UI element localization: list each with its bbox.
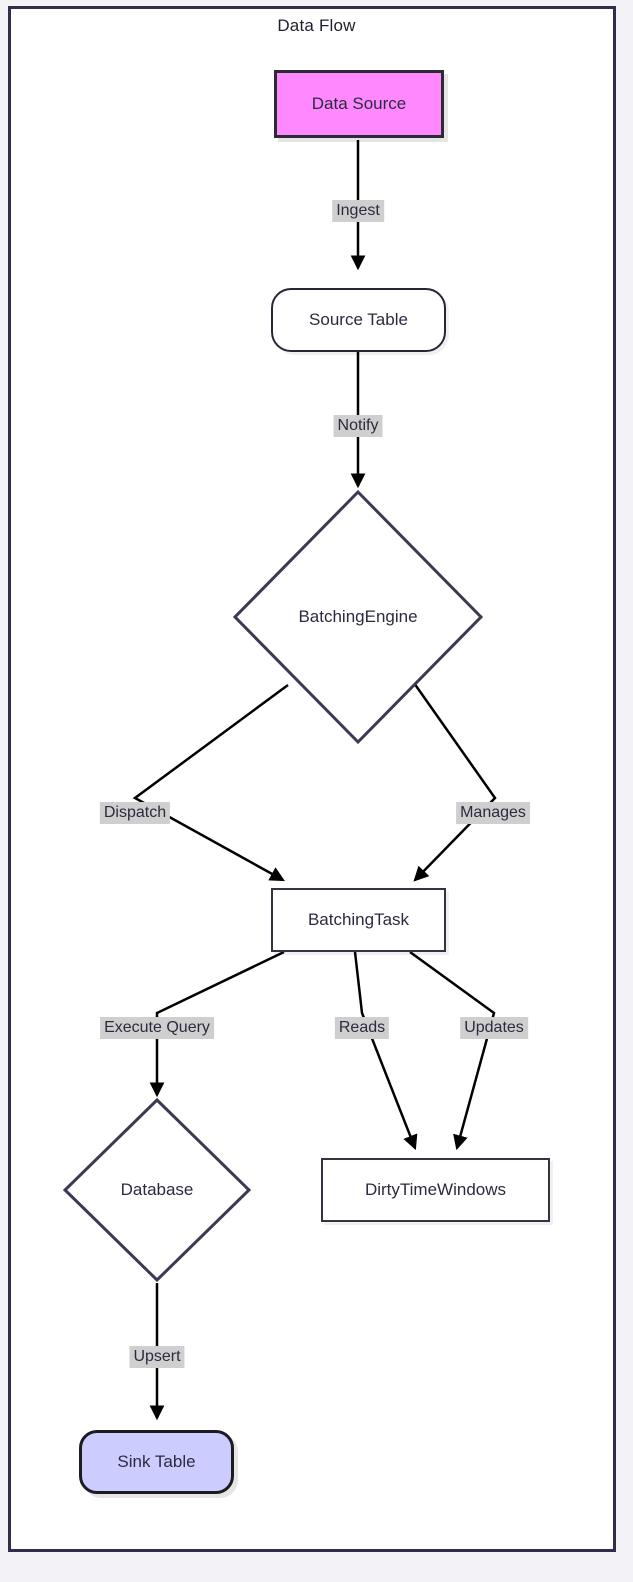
node-source-table-label: Source Table <box>309 310 408 329</box>
node-batching-task[interactable]: BatchingTask <box>271 888 446 952</box>
node-batching-engine[interactable]: BatchingEngine <box>231 488 485 746</box>
node-batching-engine-label: BatchingEngine <box>298 607 418 626</box>
node-batching-task-label: BatchingTask <box>307 910 410 929</box>
node-database-label: Database <box>120 1180 194 1199</box>
edge-label-dispatch: Dispatch <box>99 802 171 824</box>
edge-label-execute-query: Execute Query <box>100 1017 214 1039</box>
diagram-frame <box>8 6 616 1552</box>
edge-label-updates: Updates <box>460 1017 528 1039</box>
batching-engine-diamond-shape <box>232 489 484 745</box>
edge-label-manages: Manages <box>456 802 530 824</box>
diagram-title: Data Flow <box>277 16 356 35</box>
edge-label-ingest: Ingest <box>332 200 384 222</box>
node-data-source[interactable]: Data Source <box>274 70 444 138</box>
node-source-table[interactable]: Source Table <box>271 288 446 352</box>
node-sink-table[interactable]: Sink Table <box>79 1430 234 1494</box>
node-data-source-label: Data Source <box>311 94 407 113</box>
edge-label-notify: Notify <box>333 415 383 437</box>
node-dirty-time-windows[interactable]: DirtyTimeWindows <box>321 1158 550 1222</box>
node-dirty-time-windows-label: DirtyTimeWindows <box>364 1180 507 1199</box>
edge-label-reads: Reads <box>334 1017 390 1039</box>
database-diamond-shape <box>62 1097 252 1283</box>
node-database[interactable]: Database <box>62 1097 252 1283</box>
edge-label-upsert: Upsert <box>129 1346 185 1368</box>
node-sink-table-label: Sink Table <box>117 1452 196 1471</box>
